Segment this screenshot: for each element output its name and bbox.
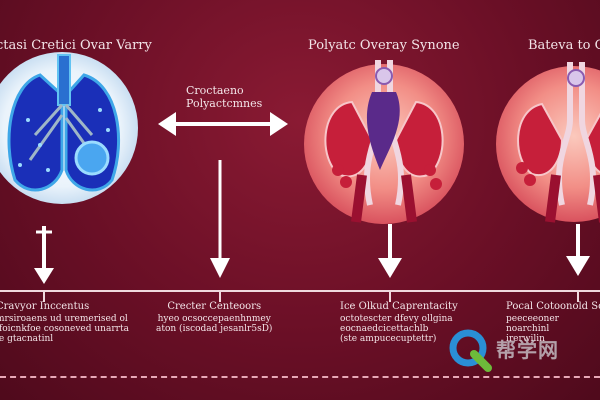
column-1-line: ie gtacnatinl	[0, 334, 54, 344]
center-label: Croctaeno Polyactcmnes	[186, 84, 262, 110]
ovary-organ-icon	[304, 60, 464, 224]
column-4: Pocal Cotoonold Soorles peeceeoner noarc…	[506, 301, 600, 345]
watermark-text: 帮学网	[496, 338, 559, 362]
center-label-line2: Polyactcmnes	[186, 97, 263, 110]
column-3-heading: Ice Olkud Caprentacity	[340, 301, 458, 312]
column-3-line: octotescter dfevy ollgina	[340, 314, 453, 324]
column-2-heading: Crecter Centeoors	[167, 301, 262, 312]
q-logo-icon	[449, 329, 492, 372]
lungs-illustration-icon	[0, 52, 138, 204]
column-2: Crecter Centeoors hyeo ocsoccepaenhnmey …	[156, 301, 273, 335]
column-1-line: mrsiroaens ud uremerised ol	[0, 314, 128, 324]
column-3-line: (ste ampucecuptettr)	[340, 334, 437, 344]
column-2-line: hyeo ocsoccepaenhnmey	[157, 314, 271, 324]
column-3-line: eocnaedcicettachlb	[340, 324, 429, 334]
column-3: Ice Olkud Caprentacity octotescter dfevy…	[340, 301, 458, 345]
double-arrow-icon	[158, 112, 288, 136]
title-left: ctasi Cretici Ovar Varry	[0, 38, 152, 53]
down-arrow-icon-3	[378, 224, 402, 278]
column-1-line: lfoicnkfoe cosoneved unarrta	[0, 324, 129, 334]
down-arrow-icon-4	[566, 224, 590, 276]
column-4-heading: Pocal Cotoonold Soorles	[506, 301, 600, 312]
column-1-heading: Cravyor Inccentus	[0, 301, 90, 312]
center-label-line1: Croctaeno	[186, 84, 244, 97]
ovary-organ-icon-right	[496, 62, 600, 223]
column-4-line: irerwilin	[506, 334, 545, 344]
title-right: Bateva to O	[528, 38, 600, 53]
dashed-divider	[0, 376, 600, 378]
down-arrow-icon	[34, 226, 54, 284]
timeline-ticks	[43, 290, 579, 302]
column-1: Cravyor Inccentus mrsiroaens ud uremeris…	[0, 301, 129, 345]
timeline-line	[0, 290, 600, 292]
column-4-line: peeceeoner	[506, 314, 559, 324]
column-2-line: aton (iscodad jesanlr5sD)	[156, 324, 273, 334]
down-arrow-icon-2	[210, 160, 230, 278]
column-4-line: noarchinl	[506, 324, 550, 334]
title-middle: Polyatc Overay Synone	[308, 38, 460, 53]
